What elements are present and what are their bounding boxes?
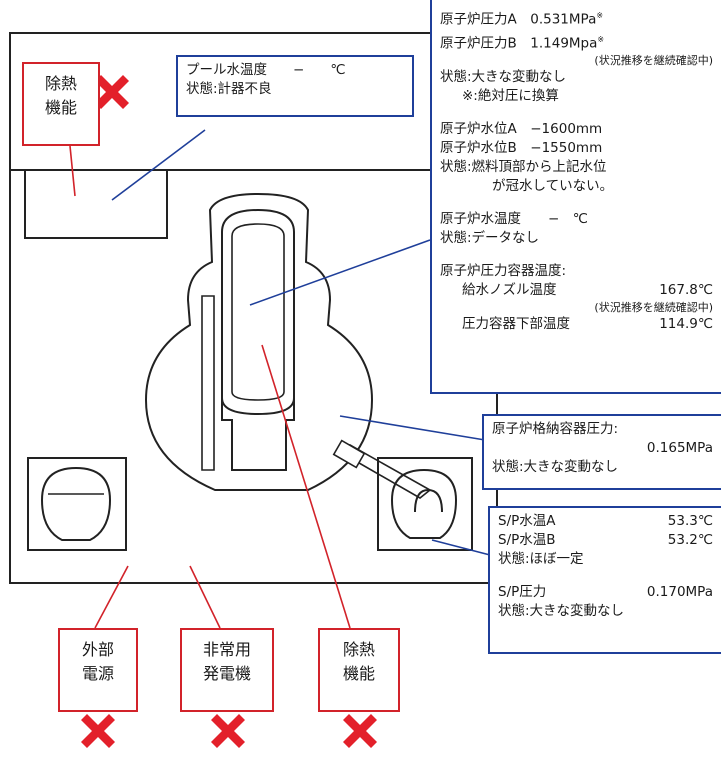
pool-state: 状態:計器不良 — [186, 81, 272, 97]
cross-icon — [211, 714, 245, 748]
sp-temp-a-value: 53.3℃ — [667, 513, 713, 529]
containment-pressure-value: 0.165MPa — [646, 440, 713, 456]
leader-sp — [431, 539, 491, 556]
rpv-bottom-temp-label: 圧力容器下部温度 — [462, 316, 570, 332]
temp-monitoring-note: (状況推移を継続確認中) — [594, 301, 713, 314]
sp-temp-b-value: 53.2℃ — [667, 532, 713, 548]
feedwater-nozzle-value: 167.8℃ — [659, 282, 713, 298]
rpv-temp-header: 原子炉圧力容器温度: — [440, 263, 567, 279]
reactor-status-panel: 原子炉圧力A 0.531MPa※ 原子炉圧力B 1.149Mpa※ (状況推移を… — [430, 0, 721, 394]
absolute-pressure-note: ※:絶対圧に換算 — [462, 88, 559, 104]
pool-temp-value: − — [293, 62, 305, 78]
cross-icon — [81, 714, 115, 748]
rpv-pressure-a: 原子炉圧力A 0.531MPa — [440, 11, 597, 28]
sp-temp-a-label: S/P水温A — [498, 513, 556, 529]
feedwater-pipe — [201, 295, 215, 471]
containment-pressure-label: 原子炉格納容器圧力: — [492, 421, 619, 437]
suppression-chamber — [390, 468, 458, 539]
heat-removal-bottom-label: 除熱 機能 — [318, 628, 400, 712]
reactor-water-temp: 原子炉水温度 − ℃ — [440, 211, 588, 227]
leader-heat-removal-bottom — [261, 344, 351, 629]
external-power-label: 外部 電源 — [58, 628, 138, 712]
vent-pipe-cap — [332, 439, 366, 469]
sp-pressure-label: S/P圧力 — [498, 584, 547, 600]
emergency-generator-label: 非常用 発電機 — [180, 628, 274, 712]
water-level-a: 原子炉水位A −1600mm — [440, 121, 603, 137]
leader-containment — [339, 415, 486, 441]
left-equipment-room — [27, 457, 127, 551]
containment-state: 状態:大きな変動なし — [492, 459, 619, 475]
sp-temp-state: 状態:ほぼ一定 — [498, 551, 584, 567]
spent-fuel-pool — [24, 169, 168, 239]
pressure-state: 状態:大きな変動なし — [440, 69, 567, 85]
leader-heat-removal-top — [69, 145, 76, 197]
reactor-water-temp-state: 状態:データなし — [440, 230, 540, 246]
suppression-pool-panel: S/P水温A 53.3℃ S/P水温B 53.2℃ 状態:ほぼ一定 S/P圧力 0.1… — [488, 506, 721, 654]
cross-icon — [95, 75, 129, 109]
containment-status-panel: 原子炉格納容器圧力: 0.165MPa 状態:大きな変動なし — [482, 414, 721, 490]
rpv-core-shroud — [231, 223, 285, 401]
water-level-b: 原子炉水位B −1550mm — [440, 140, 603, 156]
pool-temp-label: プール水温度 — [186, 62, 267, 78]
containment-vessel — [144, 192, 374, 491]
leader-pool — [111, 129, 206, 201]
sp-pressure-state: 状態:大きな変動なし — [498, 603, 625, 619]
rpv-pressure-b: 原子炉圧力B 1.149Mpa — [440, 35, 598, 51]
water-level-state-cont: が冠水していない。 — [492, 178, 614, 194]
left-pump — [40, 466, 112, 541]
leader-main — [249, 239, 431, 306]
pool-temp-unit: ℃ — [330, 62, 346, 78]
sp-temp-b-label: S/P水温B — [498, 532, 556, 548]
heat-removal-top-label: 除熱 機能 — [22, 62, 100, 146]
sp-pressure-value: 0.170MPa — [646, 584, 713, 600]
suppression-chamber-room — [377, 457, 473, 551]
cross-icon — [343, 714, 377, 748]
rpv-lower-head — [221, 398, 295, 471]
leader-emergency-generator — [189, 565, 221, 629]
feedwater-nozzle-label: 給水ノズル温度 — [462, 282, 557, 298]
pressure-monitoring-note: (状況推移を継続確認中) — [594, 54, 713, 67]
pool-status-panel: プール水温度 − ℃ 状態:計器不良 — [176, 55, 414, 117]
rpv-bottom-temp-value: 114.9℃ — [659, 316, 713, 332]
water-level-state: 状態:燃料頂部から上記水位 — [440, 159, 607, 175]
suppression-vent — [414, 488, 443, 513]
leader-external-power — [94, 565, 129, 629]
